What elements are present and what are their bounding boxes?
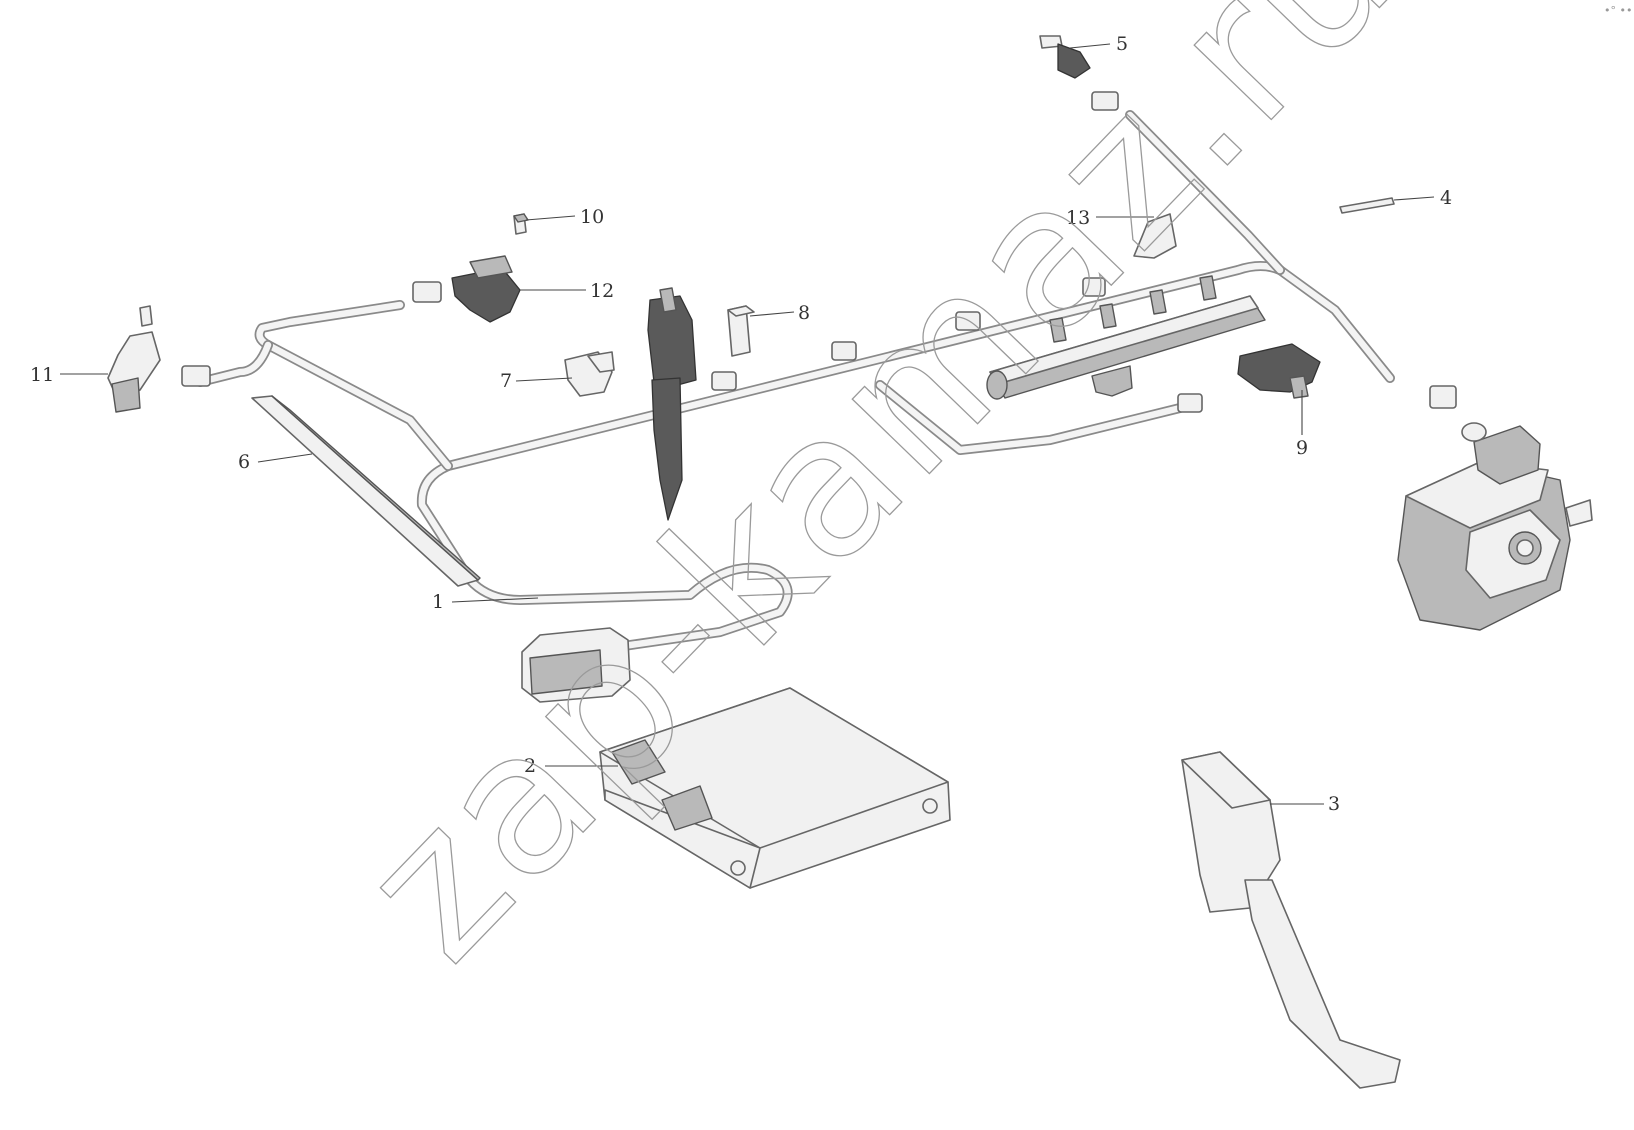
callout-4: 4 [1440, 187, 1452, 209]
callout-1: 1 [432, 591, 444, 613]
plate-13 [1133, 213, 1177, 259]
sensor-12 [451, 255, 521, 323]
callout-12: 12 [590, 280, 614, 302]
sensor-5 [1039, 35, 1091, 79]
callout-5: 5 [1116, 33, 1128, 55]
callout-8: 8 [798, 302, 810, 324]
callout-2: 2 [524, 755, 536, 777]
callout-6: 6 [238, 451, 250, 473]
callout-9: 9 [1296, 437, 1308, 459]
sleeve-8 [727, 305, 755, 357]
pressure-sensor [1237, 343, 1321, 399]
pin-10 [513, 213, 529, 235]
harness-connector [181, 91, 1457, 413]
callout-13: 13 [1066, 207, 1090, 229]
fuel-injector [647, 287, 697, 521]
engine-control-unit [599, 687, 951, 889]
common-rail [986, 275, 1266, 400]
harness-bracket [251, 395, 481, 587]
callout-10: 10 [580, 206, 604, 228]
clip-7 [564, 351, 615, 397]
wiring-harness [181, 91, 1457, 703]
leader-lines [60, 43, 1435, 805]
callout-7: 7 [500, 370, 512, 392]
corner-mark: •° •• [1604, 4, 1632, 17]
callout-11: 11 [30, 364, 54, 386]
high-pressure-fuel-pump [1397, 422, 1593, 631]
harness-ecu-plug [521, 627, 631, 703]
speed-sensor [107, 305, 161, 413]
callout-labels: 1 2 3 4 5 6 7 8 9 10 11 12 13 [30, 33, 1452, 815]
callout-3: 3 [1328, 793, 1340, 815]
pin [1339, 197, 1395, 214]
accelerator-pedal [1181, 751, 1401, 1089]
